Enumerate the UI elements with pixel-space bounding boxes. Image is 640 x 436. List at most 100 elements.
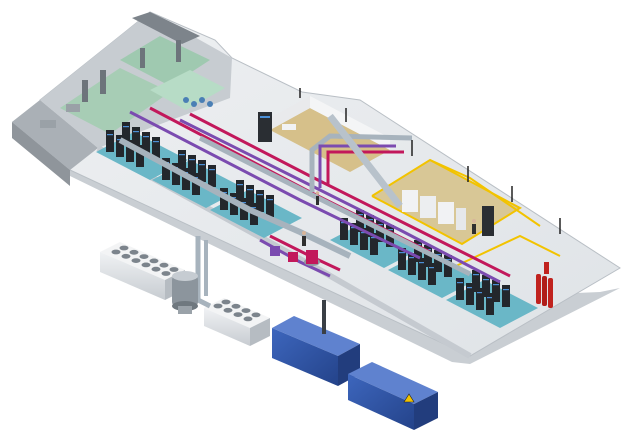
data-hall-6 bbox=[446, 270, 538, 328]
light-poles bbox=[299, 88, 561, 234]
server-rack bbox=[476, 288, 484, 310]
fire-suppression-cylinders bbox=[536, 262, 553, 308]
server-rack bbox=[492, 280, 500, 302]
rack-indicator bbox=[247, 189, 253, 191]
rack-indicator bbox=[477, 292, 483, 294]
rack-indicator bbox=[483, 279, 489, 281]
server-rack bbox=[418, 258, 426, 280]
server-rack bbox=[266, 195, 274, 217]
chiller-fan bbox=[241, 308, 251, 313]
server-rack bbox=[434, 250, 442, 272]
outer-wall-left bbox=[12, 122, 70, 186]
server-rack bbox=[340, 218, 348, 240]
server-rack bbox=[152, 137, 160, 159]
chiller-fan bbox=[121, 253, 131, 259]
rack-indicator bbox=[179, 154, 185, 156]
chiller-fan bbox=[141, 262, 151, 268]
outer-wall-top bbox=[12, 100, 98, 170]
server-rack bbox=[482, 275, 490, 297]
chiller-fan bbox=[151, 266, 161, 272]
server-rack bbox=[208, 165, 216, 187]
chiller-fan bbox=[111, 249, 121, 255]
rack-indicator bbox=[409, 257, 415, 259]
rack-indicator bbox=[445, 259, 451, 261]
hazard-sign-icon bbox=[403, 393, 415, 403]
standalone-rack bbox=[258, 112, 272, 142]
chiller-fan bbox=[221, 299, 231, 305]
chiller-fan bbox=[233, 312, 243, 317]
server-rack bbox=[106, 130, 114, 152]
generator-container-1 bbox=[272, 300, 360, 386]
server-rack bbox=[246, 185, 254, 207]
rack-indicator bbox=[457, 282, 463, 284]
server-rack bbox=[350, 223, 358, 245]
rack-indicator bbox=[209, 169, 215, 171]
server-rack bbox=[136, 145, 144, 167]
pipe-network bbox=[118, 106, 511, 284]
people bbox=[302, 191, 476, 246]
server-rack bbox=[126, 140, 134, 162]
server-rack bbox=[486, 293, 494, 315]
server-rack bbox=[398, 248, 406, 270]
chiller-unit-2 bbox=[204, 298, 270, 346]
server-rack bbox=[188, 155, 196, 177]
server-rack bbox=[502, 285, 510, 307]
rack-indicator bbox=[133, 131, 139, 133]
server-rack bbox=[444, 255, 452, 277]
generator-container-2 bbox=[348, 362, 438, 430]
chiller-fan bbox=[131, 258, 141, 263]
rack-indicator bbox=[419, 262, 425, 264]
server-rack bbox=[236, 180, 244, 202]
rack-indicator bbox=[377, 224, 383, 226]
server-rack bbox=[182, 168, 190, 190]
rack-indicator bbox=[267, 199, 273, 201]
server-rack bbox=[122, 122, 130, 144]
rack-indicator bbox=[361, 232, 367, 234]
server-rack bbox=[408, 253, 416, 275]
chiller-fan bbox=[161, 271, 171, 276]
server-rack bbox=[256, 190, 264, 212]
rack-indicator bbox=[199, 164, 205, 166]
rack-indicator bbox=[435, 254, 441, 256]
server-rack bbox=[428, 263, 436, 285]
rack-indicator bbox=[153, 141, 159, 143]
chiller-fan bbox=[149, 258, 159, 264]
rack-indicator bbox=[387, 229, 393, 231]
rack-indicator bbox=[189, 159, 195, 161]
server-rack bbox=[132, 127, 140, 149]
server-rack bbox=[424, 245, 432, 267]
server-rack bbox=[162, 158, 170, 180]
chiller-fan bbox=[213, 303, 223, 309]
server-rack bbox=[466, 283, 474, 305]
rack-indicator bbox=[367, 219, 373, 221]
chiller-fan bbox=[139, 254, 149, 259]
chiller-fan bbox=[119, 245, 129, 251]
rack-indicator bbox=[371, 237, 377, 239]
rack-indicator bbox=[107, 134, 113, 136]
office-zone bbox=[40, 12, 232, 148]
server-rack bbox=[178, 150, 186, 172]
pump-area bbox=[270, 246, 320, 266]
server-rack bbox=[370, 233, 378, 255]
rack-indicator bbox=[493, 284, 499, 286]
switchgear-room bbox=[371, 158, 561, 267]
rack-indicator bbox=[123, 126, 129, 128]
rack-indicator bbox=[257, 194, 263, 196]
rack-indicator bbox=[251, 207, 257, 209]
chiller-fan bbox=[243, 316, 253, 322]
rack-indicator bbox=[429, 267, 435, 269]
rack-indicator bbox=[487, 297, 493, 299]
rack-indicator bbox=[117, 139, 123, 141]
server-rack bbox=[360, 228, 368, 250]
chiller-fan bbox=[251, 312, 261, 318]
chiller-fan bbox=[169, 267, 179, 272]
rack-indicator bbox=[503, 289, 509, 291]
chiller-fan bbox=[129, 249, 139, 255]
chiller-fan bbox=[159, 262, 169, 268]
server-rack bbox=[456, 278, 464, 300]
server-rack bbox=[116, 135, 124, 157]
chiller-fan bbox=[223, 307, 233, 313]
rack-indicator bbox=[241, 202, 247, 204]
rack-indicator bbox=[473, 274, 479, 276]
